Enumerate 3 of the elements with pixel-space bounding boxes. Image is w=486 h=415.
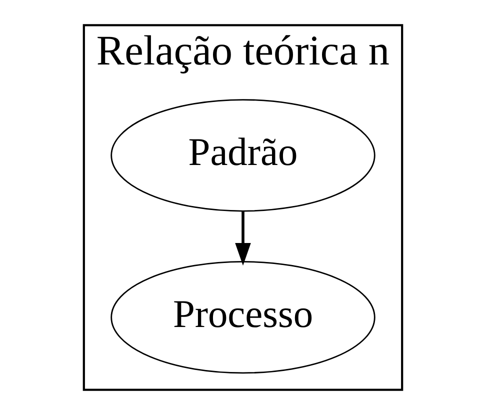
node-ellipse: Padrão	[110, 99, 376, 212]
node-ellipse: Processo	[110, 261, 376, 374]
arrow	[235, 211, 251, 266]
